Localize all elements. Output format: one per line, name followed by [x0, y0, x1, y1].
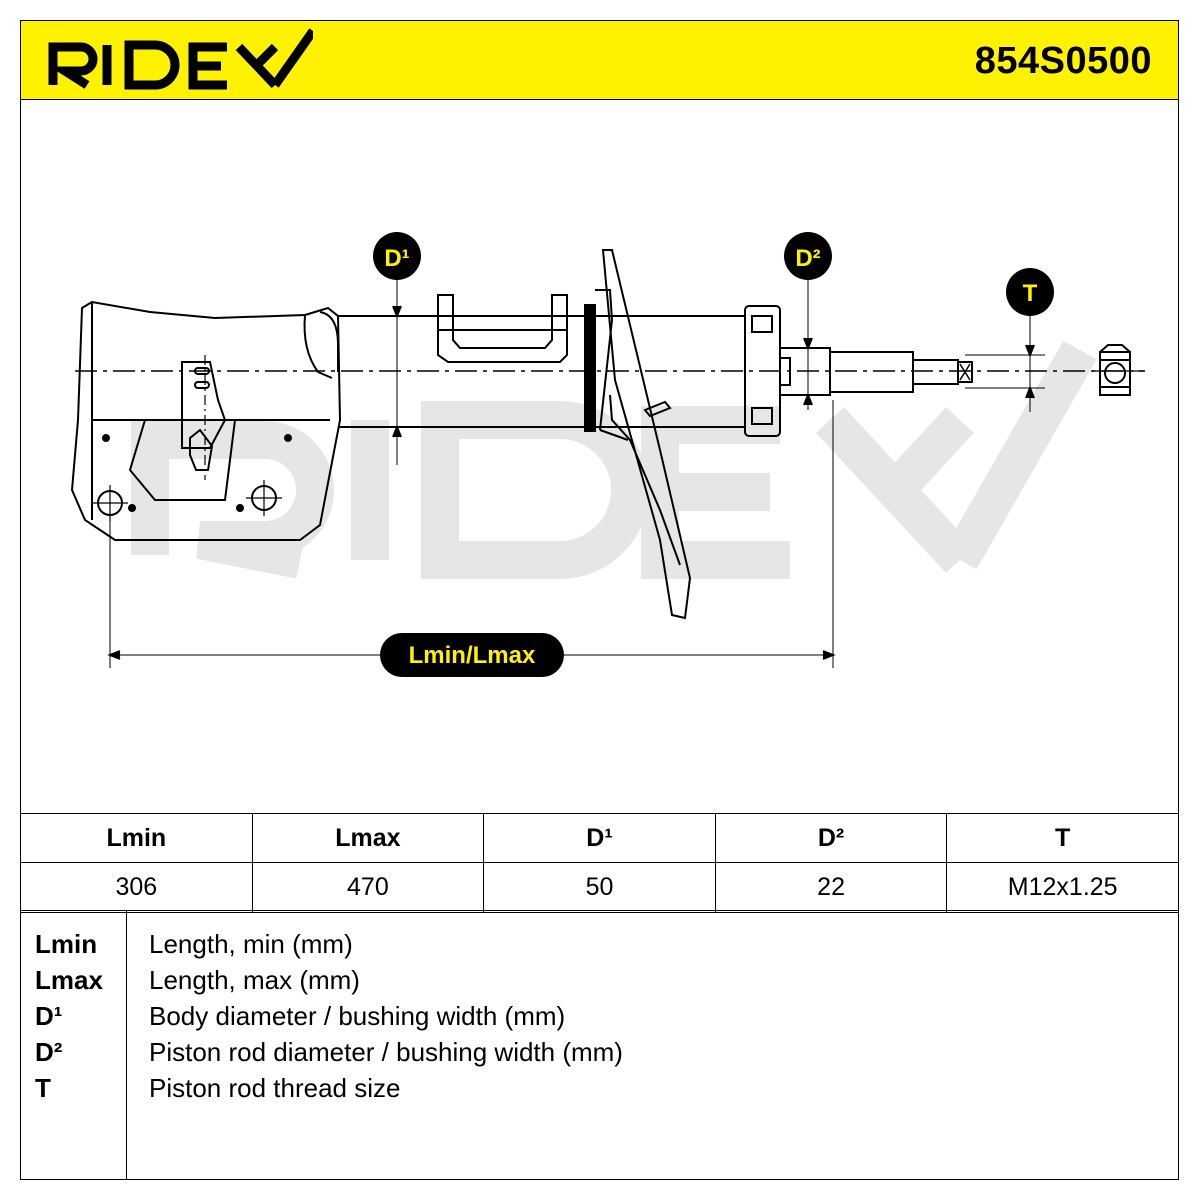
legend-key: D² [35, 1037, 63, 1067]
hose-bracket [437, 294, 568, 349]
spec-value-d1: 50 [483, 862, 716, 913]
knuckle-bracket-outline [70, 300, 342, 541]
spring-plate [601, 249, 692, 620]
body-tube [338, 315, 745, 428]
d2-badge: D² [784, 232, 832, 280]
legend-row: T Piston rod thread size [21, 1073, 1121, 1109]
spec-value-row: 306 470 50 22 M12x1.25 [20, 862, 1179, 913]
spring-seat [584, 304, 596, 432]
legend-desc: Body diameter / bushing width (mm) [149, 1001, 566, 1031]
legend-row: Lmax Length, max (mm) [21, 965, 1121, 1001]
legend: Lmin Length, min (mm) Lmax Length, max (… [20, 910, 1179, 1180]
t-label: T [1023, 280, 1038, 307]
shock-absorber-drawing: D¹ D² T Lmin/Lmax [20, 100, 1179, 813]
d2-label: D² [795, 245, 820, 272]
legend-row: D² Piston rod diameter / bushing width (… [21, 1037, 1121, 1073]
legend-desc: Length, max (mm) [149, 965, 360, 995]
spec-table: Lmin Lmax D¹ D² T 306 470 50 22 M12x1.25 [20, 813, 1179, 913]
spec-value-lmin: 306 [20, 862, 253, 913]
piston-rod [830, 351, 914, 393]
d1-badge: D¹ [373, 232, 421, 280]
legend-key: T [35, 1073, 51, 1103]
spec-header-d1: D¹ [483, 813, 716, 863]
legend-desc: Length, min (mm) [149, 929, 353, 959]
spec-value-d2: 22 [714, 862, 948, 913]
watermark-logo [131, 340, 1097, 579]
legend-key: Lmin [35, 929, 98, 959]
drawing-canvas: D¹ D² T Lmin/Lmax [70, 232, 1145, 677]
spec-header-lmax: Lmax [251, 813, 485, 863]
spec-value-lmax: 470 [251, 862, 485, 913]
spec-header-d2: D² [714, 813, 948, 863]
part-number: 854S0500 [974, 40, 1152, 82]
t-badge: T [1006, 268, 1054, 316]
header-bar: 854S0500 [20, 20, 1179, 100]
legend-desc: Piston rod thread size [149, 1073, 401, 1103]
top-bushing [744, 305, 781, 437]
spec-value-t: M12x1.25 [946, 862, 1179, 913]
spec-header-lmin: Lmin [20, 813, 253, 863]
d1-label: D¹ [384, 245, 409, 272]
spec-header-t: T [946, 813, 1179, 863]
legend-row: D¹ Body diameter / bushing width (mm) [21, 1001, 1121, 1037]
legend-key: Lmax [35, 965, 103, 995]
length-label: Lmin/Lmax [409, 642, 536, 669]
nut [1099, 351, 1131, 396]
legend-key: D¹ [35, 1001, 63, 1031]
ridex-logo [48, 28, 313, 90]
spec-header-row: Lmin Lmax D¹ D² T [20, 813, 1179, 863]
legend-desc: Piston rod diameter / bushing width (mm) [149, 1037, 623, 1067]
length-badge: Lmin/Lmax [380, 633, 564, 677]
legend-divider [126, 911, 127, 1179]
legend-row: Lmin Length, min (mm) [21, 929, 1121, 965]
